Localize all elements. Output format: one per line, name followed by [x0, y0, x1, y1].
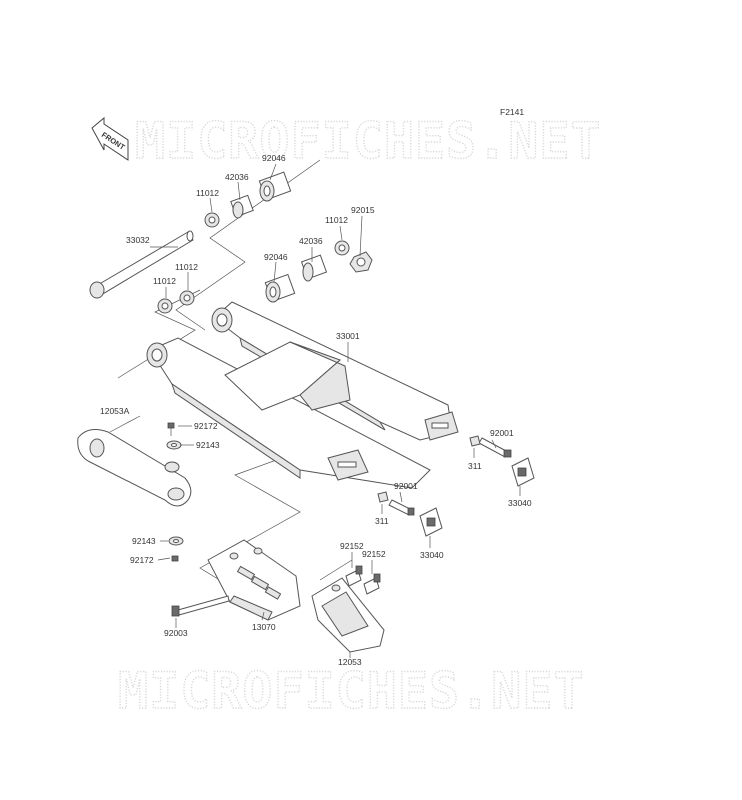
callout-11012-top: 11012 — [196, 188, 219, 198]
watermark-top: MICROFICHES.NET — [135, 112, 602, 170]
callout-33001: 33001 — [336, 331, 360, 341]
bolt-92152-b — [363, 573, 381, 595]
bolt-92003 — [171, 595, 230, 617]
nut-311-right — [469, 435, 481, 447]
figure-code: F2141 — [500, 107, 524, 117]
axle-33032 — [89, 230, 194, 299]
front-arrow-icon: FRONT — [91, 116, 129, 161]
collar-11012-right — [334, 240, 350, 256]
callout-13070: 13070 — [252, 622, 276, 632]
leader-lines — [109, 163, 521, 658]
collar-11012-left-a — [157, 298, 173, 314]
callout-92046-top: 92046 — [262, 153, 286, 163]
collar-11012-top — [204, 212, 220, 228]
callout-92001-mid: 92001 — [394, 481, 418, 491]
chain-slider-12053A — [77, 429, 192, 507]
callout-12053A: 12053A — [100, 406, 130, 416]
washer-92143-top — [166, 440, 182, 450]
washer-92143-bottom — [168, 536, 184, 546]
chain-guide-12053 — [311, 577, 385, 653]
bearing-92046-top — [258, 171, 292, 202]
callout-11012-left-a: 11012 — [153, 276, 176, 286]
collar-11012-left-b — [179, 290, 195, 306]
bolt-92172-bottom — [171, 555, 179, 562]
callout-92152-b: 92152 — [362, 549, 386, 559]
callout-33032: 33032 — [126, 235, 150, 245]
callout-11012-left-b: 11012 — [175, 262, 198, 272]
swingarm-33001 — [146, 301, 459, 489]
plate-33040-mid — [419, 507, 443, 537]
callout-33040-right: 33040 — [508, 498, 532, 508]
bushing-42036-top — [230, 194, 254, 219]
callout-311-right: 311 — [468, 461, 482, 471]
bolt-92172-top — [167, 422, 175, 436]
callout-92152-a: 92152 — [340, 541, 364, 551]
callout-92003: 92003 — [164, 628, 188, 638]
callout-92046-mid: 92046 — [264, 252, 288, 262]
chain-guide-13070 — [207, 539, 301, 621]
callout-92143-bottom: 92143 — [132, 536, 156, 546]
callout-33040-mid: 33040 — [420, 550, 444, 560]
callout-92172-top: 92172 — [194, 421, 218, 431]
callout-92001-right: 92001 — [490, 428, 514, 438]
nut-311-mid — [377, 491, 389, 503]
watermark-bottom: MICROFICHES.NET — [118, 662, 585, 720]
callout-92172-bottom: 92172 — [130, 555, 154, 565]
callout-12053: 12053 — [338, 657, 362, 667]
callout-311-mid: 311 — [375, 516, 389, 526]
callout-92143-top: 92143 — [196, 440, 220, 450]
callout-11012-right: 11012 — [325, 215, 348, 225]
plate-33040-right — [511, 457, 535, 487]
nut-92015 — [349, 251, 373, 273]
callout-42036-mid: 42036 — [299, 236, 323, 246]
bearing-92046-mid — [264, 273, 296, 303]
callout-42036-top: 42036 — [225, 172, 249, 182]
bushing-42036-mid — [300, 254, 328, 282]
callout-92015: 92015 — [351, 205, 375, 215]
bolt-92001-right — [478, 437, 512, 458]
bolt-92152-a — [345, 565, 363, 587]
bolt-92001-mid — [388, 499, 415, 516]
